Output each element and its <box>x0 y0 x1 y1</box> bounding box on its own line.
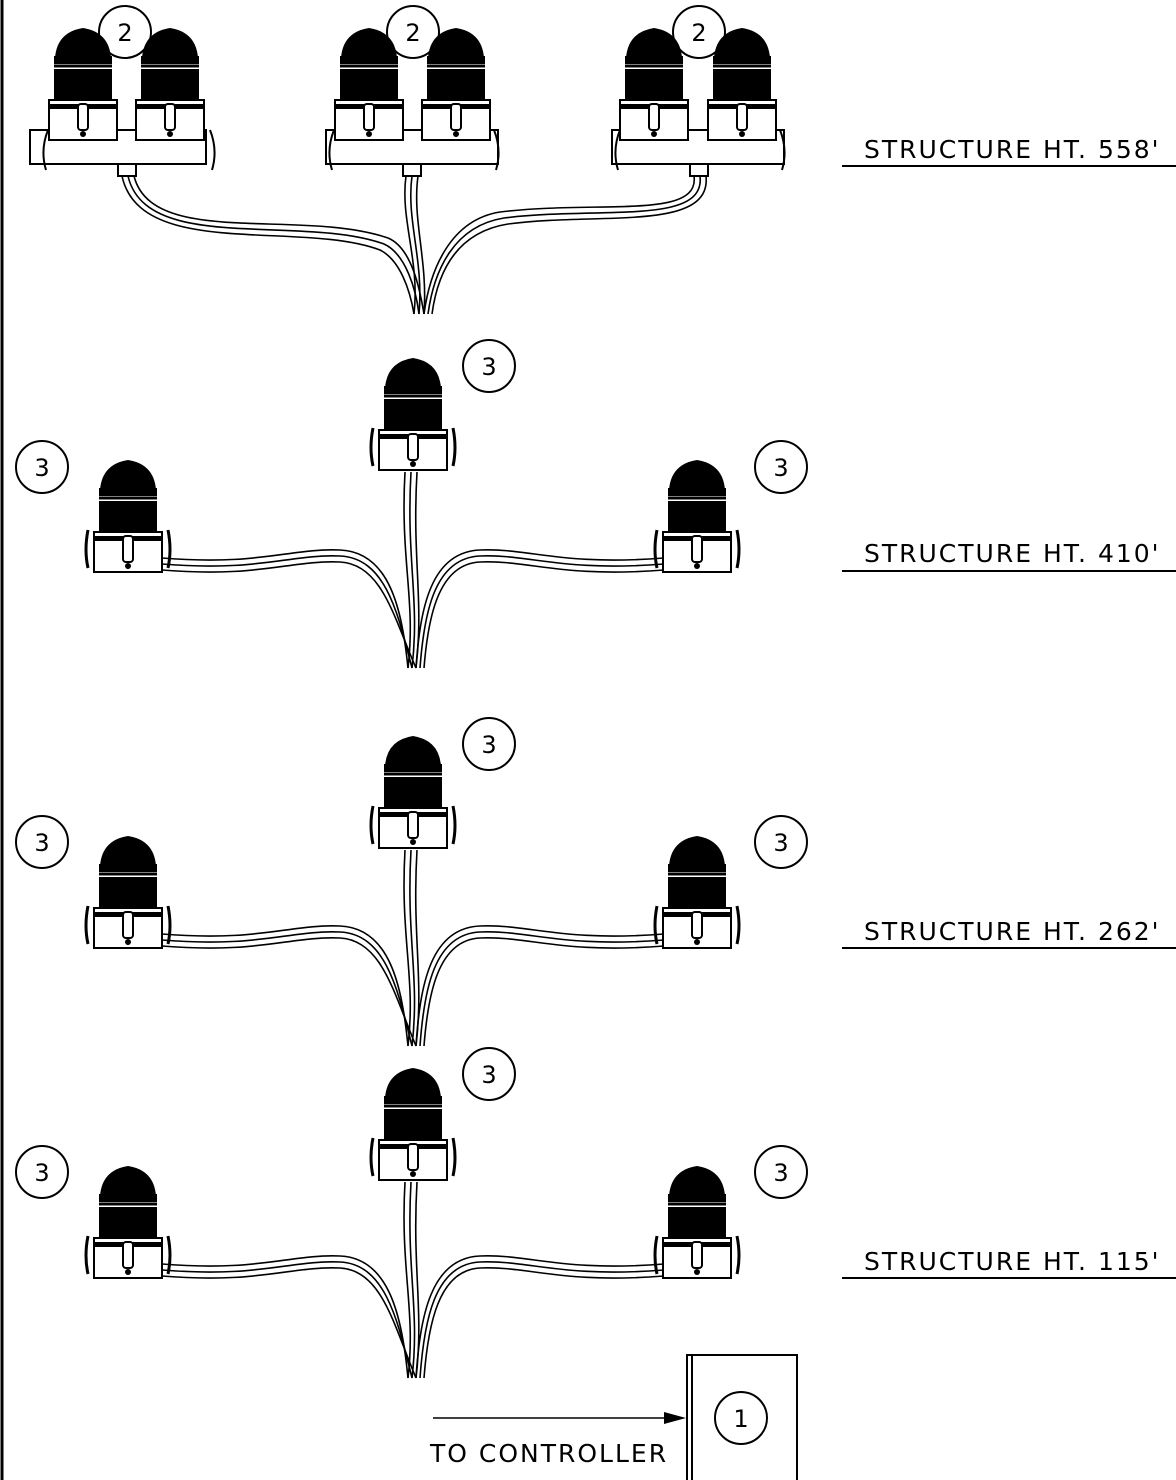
callout-bubble: 2 <box>691 19 706 47</box>
cable-bundle <box>161 471 665 669</box>
dual-fixture-left <box>29 26 216 177</box>
callout-bubble: 3 <box>773 829 788 857</box>
obstruction-light-icon <box>92 458 164 574</box>
obstruction-light-icon <box>134 26 206 142</box>
obstruction-light-icon <box>377 1066 449 1182</box>
obstruction-light-icon <box>618 26 690 142</box>
structure-height-label: STRUCTURE HT. 115' <box>864 1247 1161 1276</box>
obstruction-light-icon <box>333 26 405 142</box>
callout-bubble: 3 <box>34 829 49 857</box>
callout-bubble: 2 <box>405 19 420 47</box>
obstruction-light-icon <box>661 1164 733 1280</box>
tier-410: 3 3 3 STRUCTURE HT. 410' <box>15 339 1176 669</box>
tier-115: 3 3 3 STRUCTURE HT. 115' <box>15 1047 1176 1379</box>
tier-558: 2 2 2 STRUCTURE HT. 558' <box>29 5 1176 315</box>
cable-bundle <box>161 849 665 1047</box>
tier-262: 3 3 3 STRUCTURE HT. 262' <box>15 717 1176 1047</box>
callout-bubble: 2 <box>117 19 132 47</box>
callout-bubble: 3 <box>34 1159 49 1187</box>
callout-bubble: 1 <box>733 1405 748 1433</box>
arrow-head-icon <box>664 1412 686 1424</box>
to-controller-label: TO CONTROLLER <box>429 1439 668 1468</box>
cable-bundle <box>161 1181 665 1379</box>
obstruction-light-icon <box>661 834 733 950</box>
obstruction-light-icon <box>661 458 733 574</box>
obstruction-light-icon <box>92 1164 164 1280</box>
obstruction-light-icon <box>420 26 492 142</box>
structure-height-label: STRUCTURE HT. 410' <box>864 539 1161 568</box>
callout-bubble: 3 <box>481 731 496 759</box>
controller-box <box>686 1354 798 1480</box>
callout-bubble: 3 <box>34 454 49 482</box>
obstruction-light-icon <box>377 356 449 472</box>
dual-fixture-center <box>325 26 500 177</box>
callout-bubble: 3 <box>481 353 496 381</box>
cable-bundle <box>121 175 707 315</box>
dual-fixture-right <box>611 26 786 177</box>
structure-height-label: STRUCTURE HT. 262' <box>864 917 1161 946</box>
callout-bubble: 3 <box>773 1159 788 1187</box>
obstruction-light-icon <box>47 26 119 142</box>
controller: 1 TO CONTROLLER <box>429 1354 798 1480</box>
obstruction-light-icon <box>92 834 164 950</box>
callout-bubble: 3 <box>773 454 788 482</box>
structure-height-label: STRUCTURE HT. 558' <box>864 135 1161 164</box>
obstruction-light-icon <box>377 734 449 850</box>
obstruction-light-icon <box>706 26 778 142</box>
callout-bubble: 3 <box>481 1061 496 1089</box>
